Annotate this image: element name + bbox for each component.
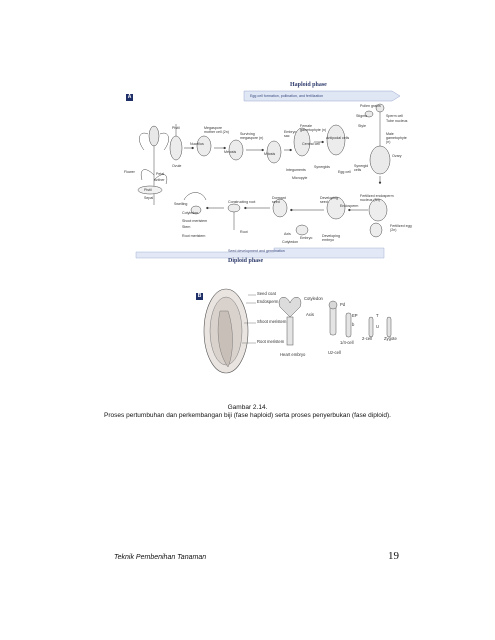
label-embryo-sac: Embryo sac — [284, 130, 297, 138]
label-style: Style — [358, 124, 366, 128]
label-fertilized-endosperm: Fertilized endosperm nucleus (3n) — [360, 194, 394, 202]
label-root-meristem: Root meristem — [182, 234, 206, 238]
panel-a-letter: A — [126, 94, 133, 101]
label-axis-b: Axis — [306, 312, 314, 317]
figure-caption-number: Gambar 2.14. — [227, 404, 268, 411]
label-root: Root — [240, 230, 248, 234]
label-sepal: Sepal — [144, 196, 154, 200]
label-antipodal-cells: Antipodal cells — [326, 136, 350, 140]
label-flower: Flower — [124, 170, 135, 174]
haploid-phase-subtitle: Egg cell formation, pollination, and fer… — [250, 94, 324, 98]
label-stigma: Stigma — [356, 114, 368, 118]
label-synergids: Synergids — [314, 165, 330, 169]
label-mitosis: Mitosis — [264, 152, 276, 156]
label-tube-nucleus: Tube nucleus — [386, 119, 408, 123]
label-quarter-cell: 1/4-cell — [340, 340, 354, 345]
label-fertilized-egg: Fertilized egg (2n) — [390, 224, 412, 232]
label-shoot-meristem-b: Shoot meristem — [257, 319, 287, 324]
label-shoot-meristem: Shoot meristem — [182, 219, 208, 223]
label-nucellus: Nucellus — [190, 142, 204, 146]
label-pistil: Pistil — [172, 126, 180, 130]
diploid-phase-subtitle: Seed development and germination — [228, 249, 285, 253]
label-zygote: Zygote — [384, 336, 397, 341]
label-endosperm-b: Endosperm — [257, 299, 279, 304]
label-root-meristem-b: Root meristem — [257, 339, 285, 344]
label-dormant-seed: Dormant seed — [272, 196, 286, 204]
label-two-cell: 2-cell — [362, 336, 373, 341]
label-integuments: Integuments — [286, 168, 306, 172]
label-uz-cell: Uz-cell — [328, 350, 341, 355]
haploid-phase-title: Haploid phase — [290, 82, 327, 88]
diploid-phase-title: Diploid phase — [228, 258, 264, 264]
label-pd: Pd — [340, 302, 346, 307]
label-cotyledon-2: Cotyledon — [282, 240, 299, 244]
label-u: U — [376, 324, 380, 329]
label-swelling: Swelling — [174, 202, 188, 206]
label-pistil-2: Pistil — [144, 188, 152, 192]
label-egg-cell: Egg cell — [338, 170, 351, 174]
label-stem: Stem — [182, 225, 191, 229]
label-sperm-cell: Sperm cell — [386, 114, 403, 118]
label-endosperm: Endosperm — [340, 204, 359, 208]
label-meiosis: Meiosis — [224, 150, 237, 154]
label-petal: Petal — [156, 172, 165, 176]
label-micropyle: Micropyle — [292, 176, 308, 180]
label-anther: Anther — [154, 178, 165, 182]
label-axis: Axis — [284, 232, 291, 236]
label-ovule: Ovule — [172, 164, 182, 168]
label-developing-embryo: Developing embryo — [322, 234, 340, 242]
label-cotyledon: Cotyledon — [182, 211, 199, 215]
label-developing-seed: Developing seed — [320, 196, 338, 204]
footer-book-title: Teknik Pembenihan Tanaman — [114, 554, 207, 561]
label-ovary: Ovary — [392, 154, 402, 158]
panel-b-letter: B — [196, 293, 203, 300]
label-male-gametophyte: Male gametophyte (n) — [386, 132, 407, 144]
label-t: T — [376, 313, 379, 318]
label-b: b — [352, 322, 355, 327]
label-megaspore-mother-cell: Megaspore mother cell (2n) — [204, 126, 229, 134]
figure-caption-text: Proses pertumbuhan dan perkembangan biji… — [104, 412, 391, 419]
label-embryo: Embryo — [300, 236, 313, 240]
label-synergid-cells: Synergid cells — [354, 164, 369, 172]
figure-panel-b: B Seed coat Endosperm Shoot meristem Roo… — [194, 283, 414, 383]
label-female-gametophyte: Female gametophyte (n) — [300, 124, 327, 132]
label-central-cell: Central cell — [302, 142, 320, 146]
label-cotyledon-b: Cotyledon — [304, 296, 323, 301]
label-ep: EP — [352, 313, 358, 318]
figure-panel-a: A Haploid phase Egg cell formation, poll… — [124, 80, 414, 270]
label-heart-embryo: Heart embryo — [280, 352, 306, 357]
label-constructing-root: Constructing root — [228, 200, 256, 204]
panel-b-illustration — [203, 288, 392, 374]
panel-a-illustration — [135, 90, 401, 259]
label-seed-coat: Seed coat — [257, 291, 276, 296]
label-pollen-grain: Pollen grains — [360, 104, 381, 108]
footer-page-number: 19 — [388, 550, 399, 562]
label-surviving-megaspore: Surviving megaspore (n) — [240, 132, 264, 140]
